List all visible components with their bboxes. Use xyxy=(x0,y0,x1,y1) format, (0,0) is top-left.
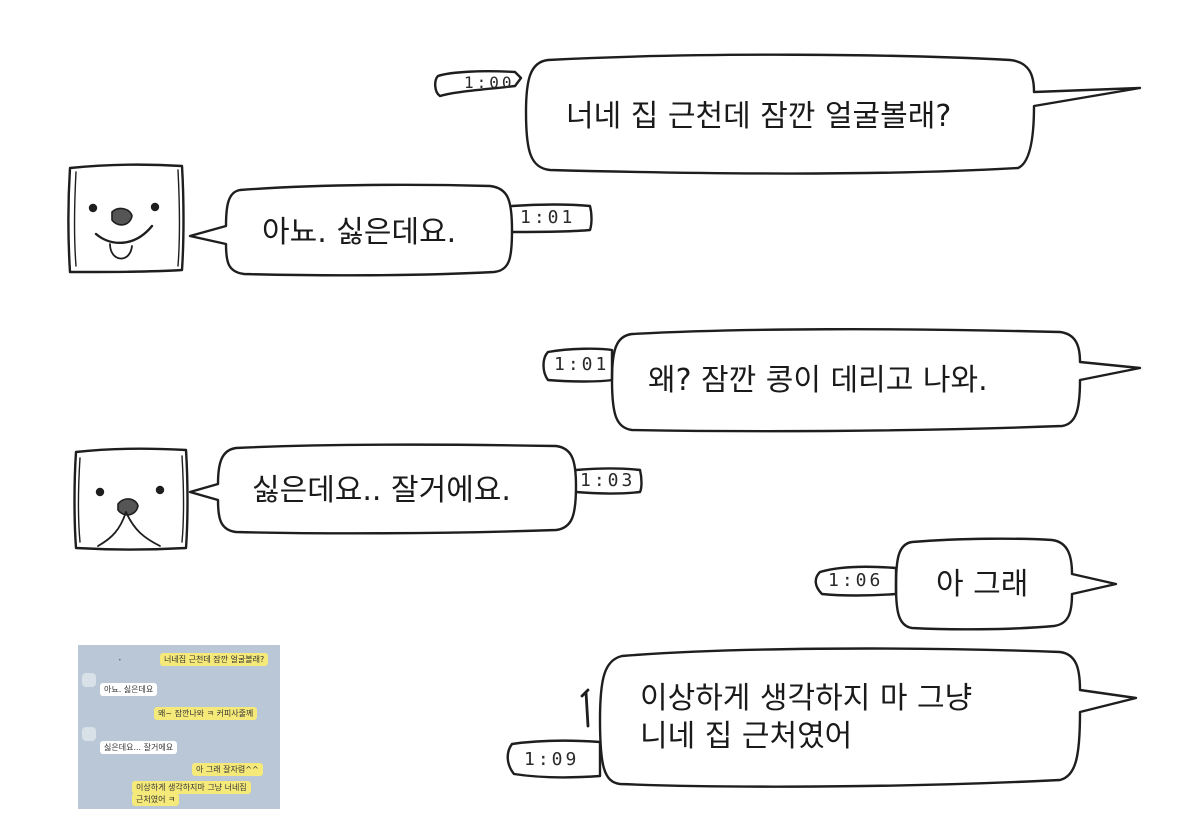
bubble-4-outline xyxy=(188,443,578,535)
message-6-text-line1: 이상하게 생각하지 마 그냥 xyxy=(640,681,973,716)
message-1-text: 너네 집 근천데 잠깐 얼굴볼래? xyxy=(566,99,952,134)
message-5-text: 아 그래 xyxy=(936,567,1029,602)
message-6-text-line2: 니네 집 근처였어 xyxy=(640,719,853,754)
thumb-msg-2: 아뇨. 싫은데요 xyxy=(100,683,158,696)
thumb-avatar-2 xyxy=(82,727,96,741)
stray-sketch-mark xyxy=(580,688,590,728)
avatar-1 xyxy=(67,163,185,274)
message-2-time: 1:01 xyxy=(520,207,576,228)
time-tag-2-outline xyxy=(510,203,593,234)
message-2-text: 아뇨. 싫은데요. xyxy=(262,215,457,250)
message-3-text: 왜? 잠깐 콩이 데리고 나와. xyxy=(648,363,988,398)
message-4-time: 1:03 xyxy=(580,470,636,491)
time-tag-5-outline xyxy=(814,565,898,597)
message-3-time: 1:01 xyxy=(554,354,610,375)
thumb-msg-1: 너네집 근천데 잠깐 얼굴볼래? xyxy=(160,653,269,666)
bubble-1-outline xyxy=(524,53,1142,175)
reference-chat-thumbnail: • 너네집 근천데 잠깐 얼굴볼래? 아뇨. 싫은데요 왜~ 잠깐나와 ㅋ 커피… xyxy=(78,645,280,809)
message-1-time: 1:00 xyxy=(464,73,515,92)
bubble-2-outline xyxy=(188,183,514,277)
time-tag-1-outline xyxy=(434,70,523,98)
message-5-time: 1:06 xyxy=(828,570,884,591)
time-tag-3-outline xyxy=(542,347,614,383)
thumb-msg-4: 싫은데요... 잘거에요 xyxy=(100,741,178,754)
thumb-avatar-1 xyxy=(82,673,96,687)
time-tag-4-outline xyxy=(574,467,643,495)
time-tag-6-outline xyxy=(506,739,602,779)
message-4-text: 싫은데요.. 잘거에요. xyxy=(252,473,511,508)
bubble-3-outline xyxy=(610,328,1142,433)
avatar-2 xyxy=(73,447,189,551)
thumb-msg-6b: 근처였어 ㅋ xyxy=(132,793,180,806)
thumb-msg-3: 왜~ 잠깐나와 ㅋ 커피사줄께 xyxy=(154,707,258,720)
message-6-time: 1:09 xyxy=(524,749,580,770)
thumb-msg-6a: 이상하게 생각하지마 그냥 너네집 xyxy=(132,781,251,794)
bubble-6-outline xyxy=(598,647,1138,788)
thumb-msg-5: 아 그래 잘자렴^^ xyxy=(192,763,263,776)
